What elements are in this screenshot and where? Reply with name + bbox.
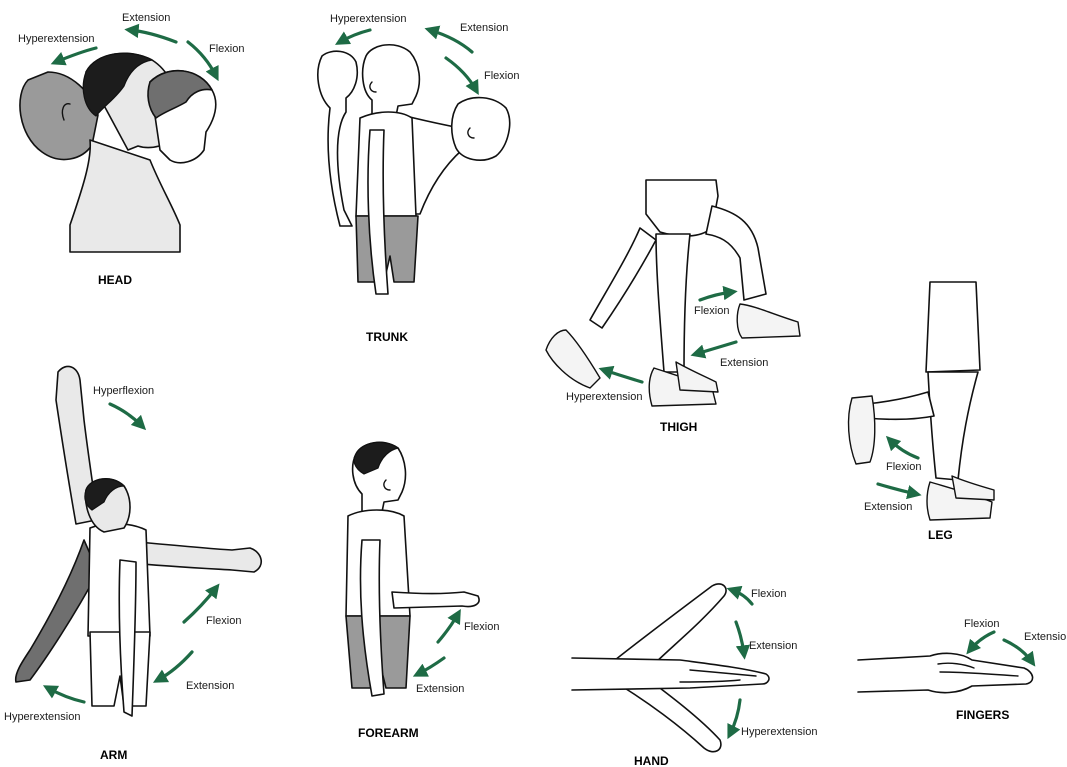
arm-hyperextension-arrow [48, 688, 84, 702]
forearm-flexion-label: Flexion [464, 621, 499, 633]
thigh-figure-illustration [546, 180, 800, 406]
hand-flexion-label: Flexion [751, 588, 786, 600]
arm-title: ARM [100, 748, 127, 762]
thigh-hyperextension-label: Hyperextension [566, 391, 642, 403]
fingers-figure-illustration [858, 653, 1033, 692]
thigh-title: THIGH [660, 420, 697, 434]
arm-extension-label: Extension [186, 680, 234, 692]
trunk-hyperextension-arrow [340, 30, 370, 42]
forearm-extension-label: Extension [416, 683, 464, 695]
forearm-flexion-arrow [438, 614, 458, 642]
hand-flexion-arrow [732, 590, 752, 604]
fingers-title: FINGERS [956, 708, 1009, 722]
trunk-flexion-arrow [446, 58, 476, 90]
arm-hyperflexion-label: Hyperflexion [93, 385, 154, 397]
hand-title: HAND [634, 754, 669, 767]
forearm-title: FOREARM [358, 726, 419, 740]
arm-flexion-label: Flexion [206, 615, 241, 627]
thigh-hyperextension-arrow [604, 370, 642, 382]
trunk-title: TRUNK [366, 330, 408, 344]
thigh-flexion-label: Flexion [694, 305, 729, 317]
fingers-extension-label: Extensio [1024, 631, 1066, 643]
trunk-extension-label: Extension [460, 22, 508, 34]
leg-extension-arrow [878, 484, 916, 494]
hand-extension-arrow [736, 622, 744, 654]
head-extension-arrow [130, 30, 176, 42]
leg-flexion-label: Flexion [886, 461, 921, 473]
arm-figure-illustration [16, 366, 262, 716]
hand-hyperextension-arrow [730, 700, 740, 734]
head-extension-label: Extension [122, 12, 170, 24]
trunk-hyperextension-label: Hyperextension [330, 13, 406, 25]
leg-figure-illustration [849, 282, 994, 520]
head-panel: Hyperextension Extension Flexion HEAD [18, 12, 244, 287]
arm-panel: Hyperflexion Flexion Extension Hyperexte… [4, 366, 261, 762]
fingers-flexion-label: Flexion [964, 618, 999, 630]
hand-hyperextension-label: Hyperextension [741, 726, 817, 738]
head-flexion-label: Flexion [209, 43, 244, 55]
arm-hyperextension-label: Hyperextension [4, 711, 80, 723]
leg-flexion-arrow [890, 440, 918, 458]
head-hyperextension-label: Hyperextension [18, 33, 94, 45]
leg-extension-label: Extension [864, 501, 912, 513]
forearm-panel: Flexion Extension FOREARM [346, 442, 499, 740]
fingers-extension-arrow [1004, 640, 1032, 662]
fingers-flexion-arrow [970, 632, 994, 650]
hand-figure-illustration [572, 584, 769, 752]
forearm-figure-illustration [346, 442, 479, 696]
leg-panel: Flexion Extension LEG [849, 282, 994, 542]
leg-title: LEG [928, 528, 953, 542]
arm-hyperflexion-arrow [110, 404, 142, 426]
head-title: HEAD [98, 273, 132, 287]
head-figure-illustration [20, 53, 216, 252]
trunk-figure-illustration [318, 45, 510, 294]
fingers-panel: Flexion Extensio FINGERS [858, 618, 1066, 722]
thigh-extension-label: Extension [720, 357, 768, 369]
arm-extension-arrow [158, 652, 192, 680]
thigh-extension-arrow [696, 342, 736, 354]
thigh-panel: Flexion Extension Hyperextension THIGH [546, 180, 800, 434]
hand-extension-label: Extension [749, 640, 797, 652]
trunk-flexion-label: Flexion [484, 70, 519, 82]
thigh-flexion-arrow [700, 292, 732, 300]
forearm-extension-arrow [418, 658, 444, 674]
trunk-panel: Hyperextension Extension Flexion TRUNK [318, 13, 520, 344]
head-hyperextension-arrow [56, 48, 96, 62]
hand-panel: Flexion Extension Hyperextension HAND [572, 584, 817, 767]
